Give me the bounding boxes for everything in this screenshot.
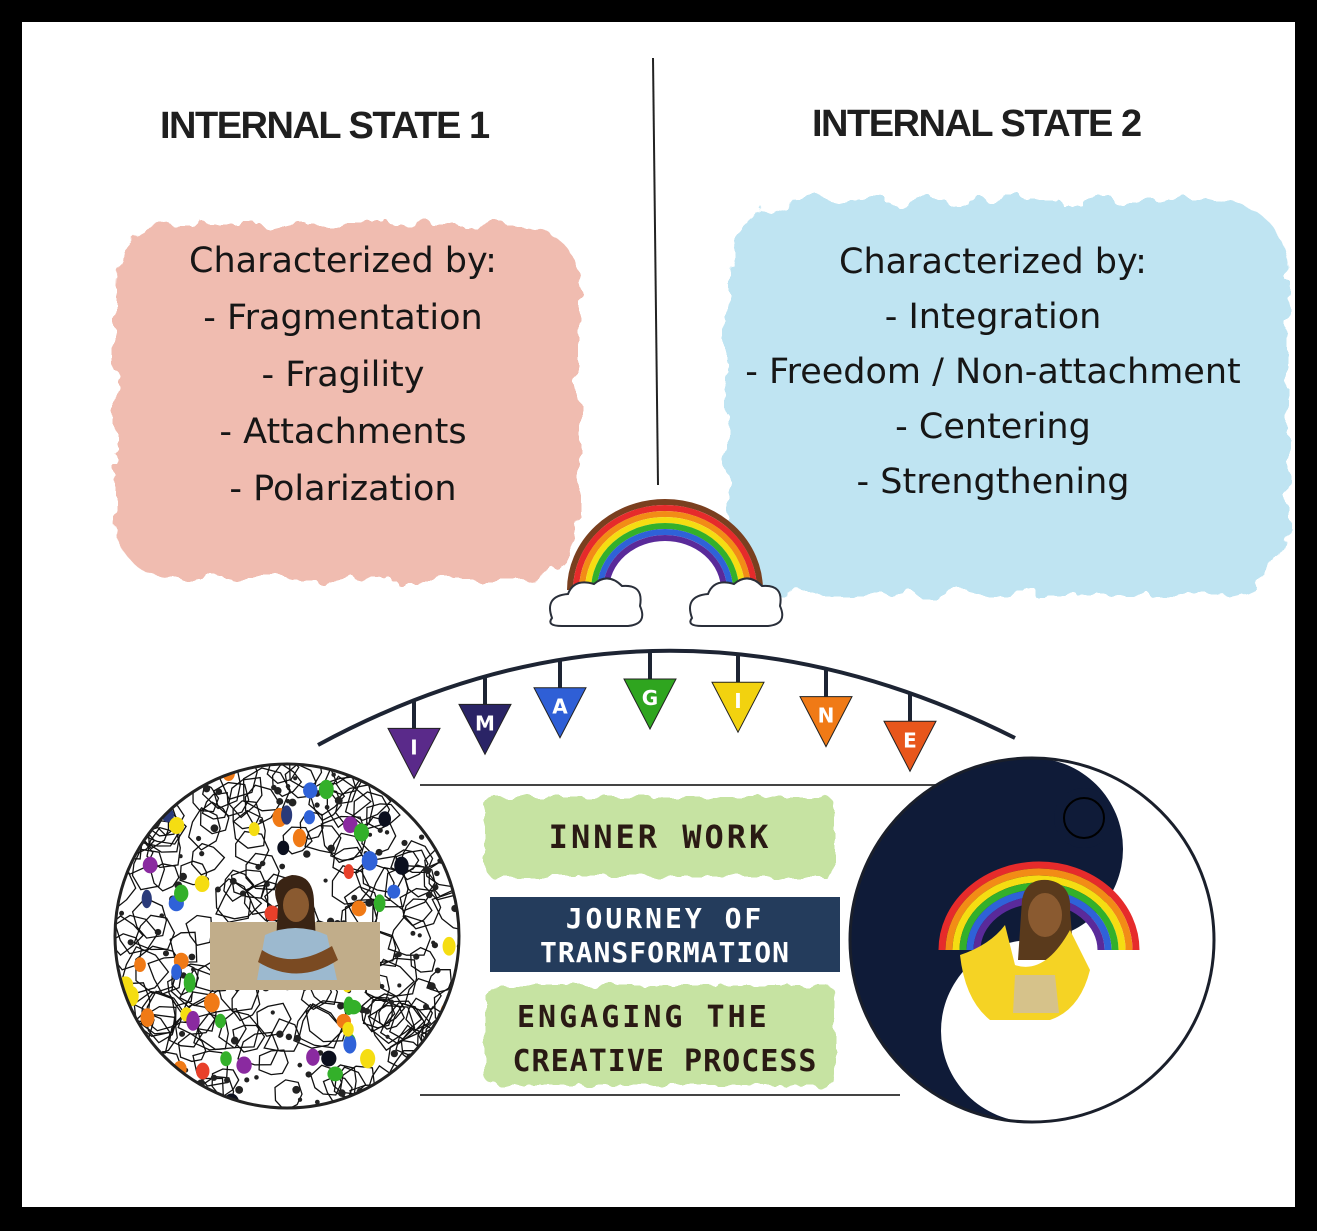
- state2-title: INTERNAL STATE 2: [812, 103, 1142, 145]
- state2-item: - Freedom / Non-attachment: [745, 352, 1241, 392]
- state2-item: - Integration: [884, 297, 1102, 337]
- pennant-letter: E: [903, 728, 917, 752]
- cloud-right-icon: [689, 577, 784, 627]
- state1-traits: Characterized by: - Fragmentation - Frag…: [108, 233, 578, 518]
- journey-line1: JOURNEY OF: [565, 902, 765, 935]
- cloud-left-icon: [549, 577, 644, 627]
- inner-work-band: [485, 797, 835, 877]
- journey-line2: TRANSFORMATION: [539, 936, 790, 969]
- pennant-letter: I: [734, 689, 741, 713]
- pennant-6: E: [883, 693, 937, 773]
- state1-title: INTERNAL STATE 1: [160, 105, 490, 147]
- yin-yang-circle: [848, 756, 1216, 1124]
- pennant-letter: I: [410, 735, 417, 759]
- center-divider-line: [652, 57, 659, 486]
- state1-item: - Attachments: [219, 412, 467, 452]
- state1-item: - Fragmentation: [203, 298, 483, 338]
- journey-label: JOURNEY OF TRANSFORMATION: [495, 902, 835, 970]
- creative-process-band: [485, 985, 835, 1085]
- pennant-3: G: [623, 651, 677, 731]
- pennant-letter: G: [642, 686, 658, 710]
- pennant-letter: A: [552, 695, 568, 719]
- creative-line2: CREATIVE PROCESS: [512, 1044, 818, 1079]
- state2-cloud-shape: [728, 200, 1288, 595]
- pennant-5: N: [799, 668, 853, 748]
- person-seated-icon: [210, 875, 380, 990]
- pennant-1: M: [458, 676, 512, 756]
- state1-item: - Fragility: [261, 355, 425, 395]
- pennant-0: I: [387, 700, 441, 780]
- creative-line1: ENGAGING THE: [517, 1000, 770, 1035]
- pennant-2: A: [533, 659, 587, 739]
- state1-cloud-shape: [115, 225, 580, 580]
- pennant-4: I: [711, 654, 765, 734]
- state1-heading: Characterized by:: [189, 241, 497, 281]
- state2-traits: Characterized by: - Integration - Freedo…: [718, 235, 1268, 510]
- imagine-pennants: I M A G I N E: [387, 651, 937, 780]
- state2-heading: Characterized by:: [839, 242, 1147, 282]
- state2-item: - Centering: [895, 407, 1091, 447]
- rainbow-icon: [567, 499, 763, 591]
- pennant-letter: M: [475, 711, 495, 735]
- journey-band: [490, 897, 840, 972]
- state2-item: - Strengthening: [856, 462, 1130, 502]
- imagine-banner-string: [317, 648, 1016, 747]
- state1-item: - Polarization: [229, 469, 457, 509]
- pennant-letter: N: [818, 704, 835, 728]
- person-arms-raised-icon: [960, 879, 1090, 1020]
- creative-process-label: ENGAGING THE CREATIVE PROCESS: [495, 996, 835, 1084]
- inner-work-label: INNER WORK: [548, 818, 772, 856]
